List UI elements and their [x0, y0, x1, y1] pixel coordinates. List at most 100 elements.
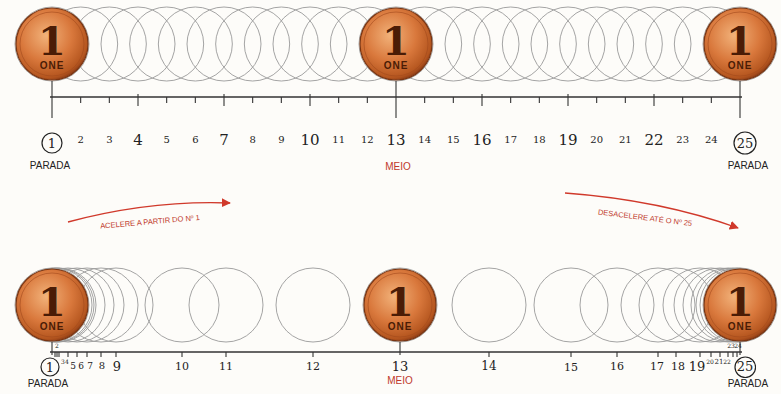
node-content: 25	[734, 356, 757, 379]
ruler-tick	[54, 352, 55, 357]
ruler-tick	[58, 352, 59, 357]
coin: 1ONE	[703, 7, 777, 81]
ghost-coin-outline	[216, 7, 290, 81]
coin-face	[16, 269, 88, 341]
ruler-tick	[281, 97, 282, 103]
ruler-tick	[453, 97, 454, 103]
frame-number: 19	[558, 133, 577, 148]
ruler-tick	[338, 97, 339, 103]
ruler-tick	[109, 97, 110, 103]
ruler-tick	[312, 352, 313, 357]
ruler-tick	[732, 352, 733, 357]
frame-number: 19	[689, 360, 706, 373]
frame-number: 13	[386, 133, 405, 148]
node-content: 1	[40, 357, 60, 377]
coin-face	[364, 269, 436, 341]
frame-number: 6	[78, 362, 84, 371]
ghost-coin-outline	[130, 7, 204, 81]
frame-number: 18	[671, 361, 685, 372]
ghost-coin-outline	[703, 7, 777, 81]
frame-number: 16	[472, 133, 491, 148]
number-ring	[735, 357, 756, 378]
coin-rim	[708, 273, 772, 337]
ruler-tick	[115, 352, 116, 357]
ghost-coin-outline	[15, 7, 89, 81]
ruler-tick	[616, 352, 617, 357]
ruler-tick	[711, 97, 712, 103]
coin-word: ONE	[40, 61, 65, 71]
frame-number: 20	[590, 135, 603, 145]
ruler-tick	[137, 94, 138, 106]
ruler-tick	[657, 352, 658, 357]
coin-numeral: 1	[38, 282, 66, 322]
ruler-tick	[570, 352, 571, 357]
ghost-coin-outline	[189, 268, 263, 342]
ruler-tick	[736, 352, 737, 357]
coin-word: ONE	[388, 322, 413, 332]
ghost-coin-outline	[617, 7, 691, 81]
circled-number-text: 1	[48, 137, 56, 150]
ruler-tick	[424, 97, 425, 103]
frame-number: 7	[87, 362, 93, 371]
frame-number: 17	[650, 361, 664, 372]
ghost-coin-outline	[445, 7, 519, 81]
ruler-tick	[225, 352, 226, 357]
coin: 1ONE	[703, 268, 777, 342]
frame-number: 6	[192, 135, 198, 145]
coin: 1ONE	[15, 7, 89, 81]
ruler-tick	[181, 352, 182, 357]
frame-number: 10	[175, 361, 189, 372]
frame-number: 11	[332, 135, 345, 145]
number-ring	[41, 358, 59, 376]
coin-numeral: 1	[726, 282, 754, 322]
stop-label: PARADA	[30, 161, 70, 171]
frame-number: 14	[418, 135, 431, 145]
ruler-tick	[67, 352, 68, 357]
frame-number: 23	[676, 135, 689, 145]
ruler-tick	[510, 97, 511, 103]
circled-number-text: 25	[737, 360, 754, 373]
frame-number: 20	[706, 359, 714, 365]
frame-number: 3	[61, 359, 65, 365]
ruler-tick	[625, 97, 626, 103]
coin-face	[16, 8, 88, 80]
coin-word: ONE	[728, 322, 753, 332]
ruler-tick	[675, 352, 676, 357]
coin-rim	[368, 273, 432, 337]
node-content: 1ONE	[703, 268, 777, 342]
node-content: 25	[733, 131, 757, 155]
frame-number: 2	[77, 135, 83, 145]
ghost-coin-outline	[531, 7, 605, 81]
frame-number: 21	[715, 359, 724, 366]
ghost-coin-outline	[703, 268, 777, 342]
ruler-tick	[699, 352, 700, 357]
number-ring	[734, 132, 756, 154]
ghost-coin-outline	[15, 268, 89, 342]
ruler-tick	[252, 97, 253, 103]
frame-number: 10	[300, 133, 319, 148]
ease-note: DESACELERE ATÉ O Nº 25	[598, 209, 693, 228]
ghost-coin-outline	[359, 7, 433, 81]
coin-word: ONE	[728, 61, 753, 71]
coin-rim	[20, 12, 84, 76]
circled-number: 1	[40, 357, 60, 377]
ruler-tick	[100, 352, 101, 357]
frame-number: 15	[564, 362, 578, 373]
coin-word: ONE	[40, 322, 65, 332]
frame-number: 12	[306, 361, 320, 372]
coin: 1ONE	[15, 268, 89, 342]
ruler-tick	[395, 81, 396, 118]
ghost-coin-outline	[79, 268, 153, 342]
number-ring	[42, 133, 62, 153]
ruler-tick	[223, 94, 224, 106]
frame-number: 13	[392, 360, 409, 373]
ruler-tick	[682, 97, 683, 103]
coin-rim	[364, 12, 428, 76]
circled-number-text: 25	[737, 137, 754, 150]
frame-number: 5	[70, 362, 76, 371]
ease-note: ACELERE A PARTIR DO Nº 1	[100, 214, 200, 230]
coin-numeral: 1	[386, 282, 414, 322]
frame-number: 8	[249, 135, 255, 145]
stop-label: PARADA	[28, 379, 68, 389]
